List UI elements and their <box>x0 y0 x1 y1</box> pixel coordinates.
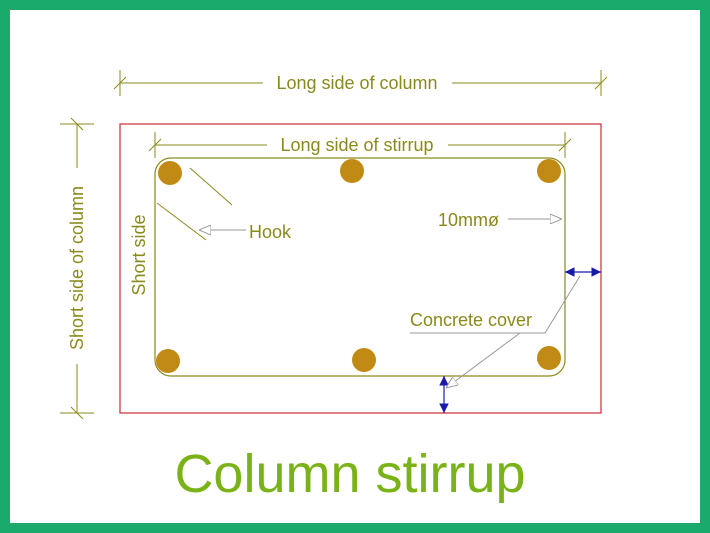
bar-top-middle <box>340 159 364 183</box>
long-side-stirrup-dimension <box>148 132 572 158</box>
stirrup-outline <box>154 157 566 377</box>
hook-lines <box>156 167 233 241</box>
short-side-label: Short side <box>129 214 149 295</box>
long-side-stirrup-label: Long side of stirrup <box>280 135 433 155</box>
reinforcement-bars <box>156 159 561 373</box>
bar-bottom-right <box>537 346 561 370</box>
concrete-cover-leader-right <box>410 275 581 334</box>
bar-bottom-left <box>156 349 180 373</box>
bar-bottom-middle <box>352 348 376 372</box>
long-side-column-label: Long side of column <box>276 73 437 93</box>
bar-diameter-label: 10mmø <box>438 210 499 230</box>
short-side-column-label: Short side of column <box>67 186 87 350</box>
column-outline <box>119 123 602 414</box>
diagram-title: Column stirrup <box>174 444 525 504</box>
hook-label: Hook <box>249 222 292 242</box>
bar-top-right <box>537 159 561 183</box>
concrete-cover-label: Concrete cover <box>410 310 532 330</box>
concrete-cover-leader-bottom <box>446 332 521 388</box>
short-side-column-dimension <box>60 117 94 420</box>
long-side-column-dimension <box>113 70 608 96</box>
bar-top-left <box>158 161 182 185</box>
